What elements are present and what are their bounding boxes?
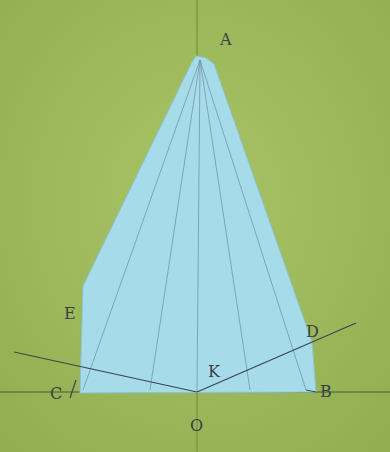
point-label: O — [190, 418, 203, 434]
paper-cutout — [80, 56, 316, 393]
point-label: E — [64, 306, 76, 322]
c-tick — [70, 380, 76, 398]
point-label: A — [220, 32, 232, 48]
line-ek — [14, 352, 197, 392]
fold-lines — [83, 60, 306, 392]
point-label: C — [50, 386, 62, 402]
line-kd — [197, 323, 356, 392]
point-label: B — [320, 384, 332, 400]
point-label: K — [208, 364, 220, 380]
point-label: D — [306, 324, 319, 340]
base-edge — [306, 390, 316, 392]
